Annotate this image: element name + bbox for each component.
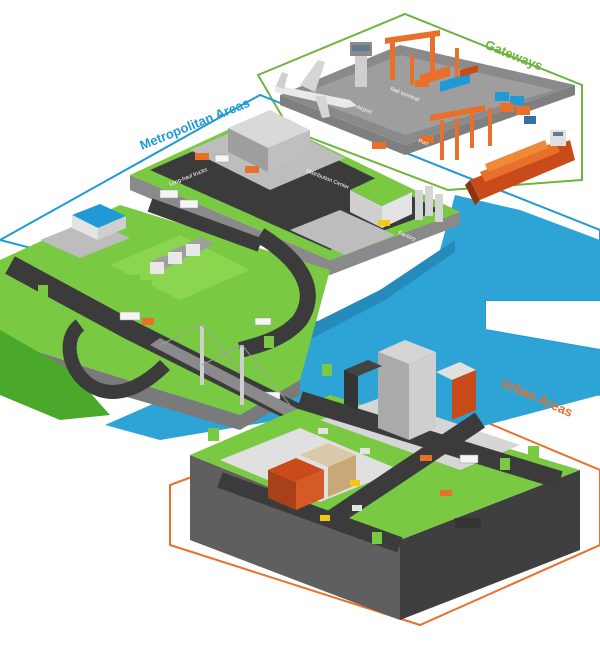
container-stack	[495, 92, 536, 124]
metro-left-grass	[0, 205, 330, 415]
port-label: Port	[417, 138, 429, 148]
airplane-icon	[275, 60, 357, 118]
rail-crane-icon	[385, 30, 459, 85]
urban-platform-side-right	[400, 470, 580, 620]
airport-label: Airport	[355, 104, 373, 116]
brick-building	[268, 443, 356, 510]
cable-bridge	[150, 324, 300, 418]
gateway-trucks	[372, 80, 434, 149]
urban-trees	[208, 428, 539, 544]
metro-platform-side	[130, 175, 460, 275]
port-crane-icon	[430, 105, 492, 160]
metro-loop-road	[62, 319, 170, 399]
urban-road-cross	[325, 412, 485, 528]
metro-ring-road	[238, 228, 316, 358]
control-tower	[355, 55, 367, 87]
distribution-center-building	[228, 110, 310, 172]
metro-top-road	[147, 198, 263, 252]
metro-trucks	[159, 153, 390, 226]
metro-road-trucks	[119, 311, 281, 400]
urban-road-main	[297, 391, 563, 489]
metro-left-hill	[0, 330, 110, 420]
office-tower	[344, 340, 476, 440]
factory-building	[350, 176, 443, 228]
container-ship-icon	[465, 130, 575, 205]
metro-residential-grass	[110, 235, 250, 300]
urban-road-front	[217, 472, 403, 553]
gas-station-building	[40, 204, 130, 258]
residential-houses	[150, 237, 214, 274]
urban-vehicles	[318, 428, 479, 521]
factory-lot	[290, 210, 395, 255]
subway-entrance	[455, 518, 481, 528]
metro-trees	[24, 275, 332, 376]
